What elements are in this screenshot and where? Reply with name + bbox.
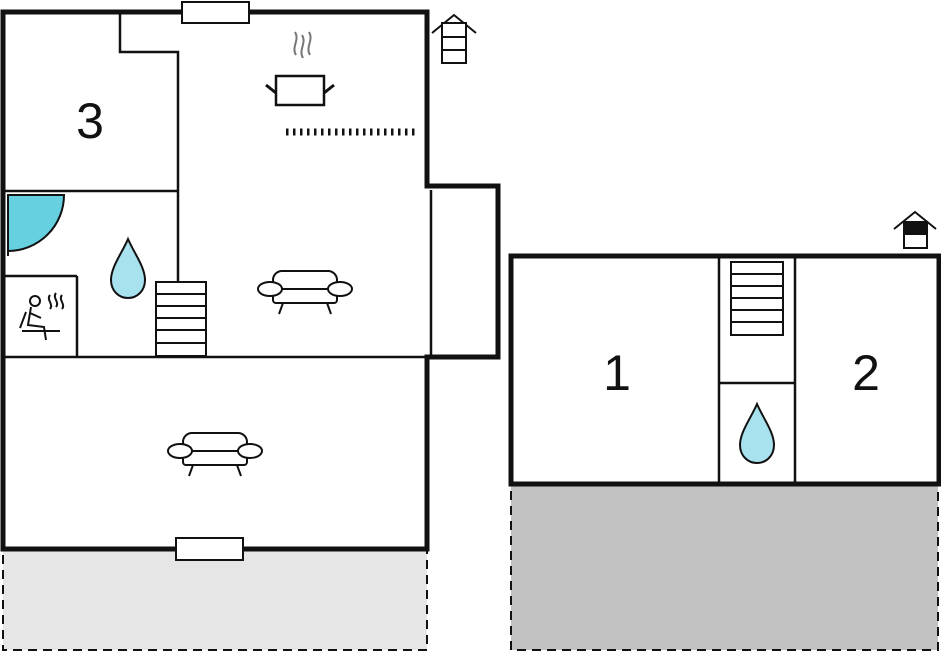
window-top bbox=[181, 1, 250, 24]
staircase-icon bbox=[730, 261, 784, 336]
interior-walls bbox=[3, 12, 433, 359]
staircase-icon bbox=[155, 281, 207, 357]
sauna-icon bbox=[19, 292, 65, 341]
right-building: 1 2 bbox=[508, 210, 941, 651]
house-level-icon bbox=[893, 210, 937, 249]
room-number-2: 2 bbox=[852, 345, 880, 401]
outer-wall-left bbox=[0, 9, 501, 552]
terrace-left bbox=[2, 548, 428, 651]
cooking-pot-icon bbox=[265, 31, 335, 107]
house-level-icon bbox=[431, 14, 477, 64]
left-building: 3 bbox=[0, 1, 501, 651]
interior-walls-right bbox=[717, 256, 797, 484]
room-number-3: 3 bbox=[76, 93, 104, 149]
door-swing bbox=[7, 194, 66, 253]
window-bottom bbox=[175, 537, 244, 561]
terrace-right bbox=[510, 483, 939, 651]
outer-wall-right bbox=[508, 253, 941, 487]
room-number-1: 1 bbox=[603, 345, 631, 401]
